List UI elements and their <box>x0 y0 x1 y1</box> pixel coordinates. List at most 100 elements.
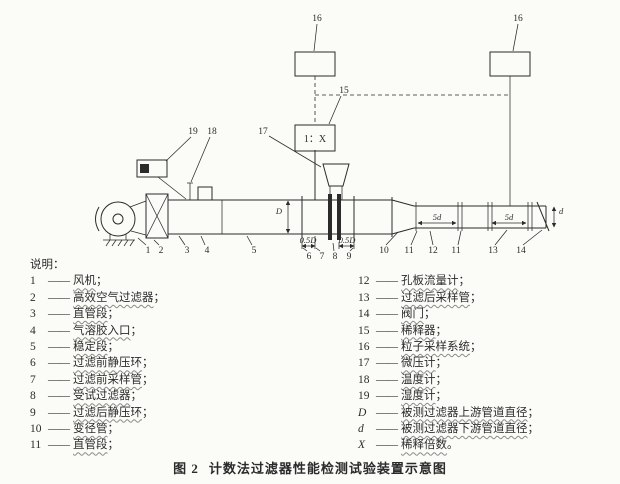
legend-num: 6 <box>30 357 36 370</box>
dilution-ratio-text: 1：X <box>304 134 327 145</box>
legend-item: 10——变径管； <box>30 421 358 437</box>
legend-item: 14——阀门； <box>358 306 596 322</box>
legend-sep: —— <box>376 341 398 354</box>
legend-punct: ； <box>107 423 120 436</box>
legend-sep: —— <box>376 373 398 386</box>
legend-punct: ； <box>142 406 154 419</box>
legend-term: 稳定段 <box>73 341 108 354</box>
legend-sep: —— <box>48 390 70 403</box>
legend-num: 13 <box>358 291 370 304</box>
legend-term: 微压计 <box>401 357 436 370</box>
legend-item: 13——过滤后采样管； <box>358 290 596 306</box>
callout-19: 19 <box>188 127 198 137</box>
legend-sep: —— <box>48 275 70 288</box>
legend-sep: —— <box>48 308 70 321</box>
legend-sep: —— <box>48 406 70 419</box>
test-filter-symbol <box>328 194 341 240</box>
legend-num: 5 <box>30 341 36 354</box>
legend-num: X <box>358 439 366 452</box>
legend-punct: ； <box>470 341 482 354</box>
callout-5: 5 <box>252 246 257 256</box>
bottom-callouts: 1 2 3 4 5 6 7 8 9 10 11 12 11 1 <box>137 229 543 262</box>
downstream-duct <box>414 202 547 231</box>
legend-term: 孔板流量计 <box>401 275 459 288</box>
legend-num: 15 <box>358 324 370 337</box>
legend-item: 15——稀释器； <box>358 323 596 339</box>
callout-3: 3 <box>185 246 190 256</box>
legend-num: 10 <box>30 423 42 436</box>
legend-item: 11——直管段； <box>30 437 358 453</box>
legend-item: X——稀释倍数。 <box>358 437 596 453</box>
legend-sep: —— <box>48 357 70 370</box>
valve-symbol <box>536 201 550 232</box>
legend-column-right: 12——孔板流量计； 13——过滤后采样管； 14——阀门； 15——稀释器； … <box>358 257 596 454</box>
legend-punct: ； <box>435 373 448 386</box>
legend-punct: ； <box>435 324 448 337</box>
callout-12: 12 <box>428 246 438 256</box>
legend-num: 2 <box>30 291 36 304</box>
legend-sep: —— <box>48 439 70 452</box>
legend-num: 3 <box>30 308 36 321</box>
figure-title: 计数法过滤器性能检测试验装置示意图 <box>208 461 447 476</box>
legend-item: 9 ——过滤后静压环； <box>30 405 358 421</box>
legend-sep: —— <box>376 357 398 370</box>
legend-num: D <box>358 406 367 419</box>
legend-punct: ； <box>142 357 154 370</box>
legend-num: d <box>358 423 364 436</box>
legend-term: 温度计 <box>401 373 436 386</box>
dimension-D: D <box>275 200 291 234</box>
reducer <box>391 197 415 237</box>
legend-punct: ； <box>130 324 143 337</box>
legend-punct: ； <box>153 291 166 304</box>
legend-sep: —— <box>48 324 70 337</box>
callout-7: 7 <box>320 252 325 262</box>
legend-num: 9 <box>30 406 36 419</box>
legend-item: 1——风机； <box>30 273 358 289</box>
sampling-lines <box>314 76 511 206</box>
legend-num: 4 <box>30 324 36 337</box>
legend-term: 高效空气过滤器 <box>73 291 154 304</box>
legend-sep: —— <box>376 308 398 321</box>
legend-item: 6——过滤前静压环； <box>30 355 358 371</box>
legend-num: 17 <box>358 357 370 370</box>
legend-item: 8——受试过滤器； <box>30 388 358 404</box>
dimension-d: d <box>551 206 564 228</box>
legend-num: 8 <box>30 390 36 403</box>
callout-13: 13 <box>488 246 498 256</box>
legend-term: 风机 <box>73 275 96 288</box>
legend-num: 14 <box>358 308 370 321</box>
dimension-half-D: 0.5D 0.5D <box>300 235 356 249</box>
legend-sep: —— <box>376 406 398 419</box>
dilutor-box: 1：X <box>294 124 336 152</box>
legend-sep: —— <box>48 373 70 386</box>
legend-sep: —— <box>376 275 398 288</box>
legend-item: 2——高效空气过滤器； <box>30 290 358 306</box>
dimension-5d: 5d 5d <box>417 212 527 226</box>
dim-D-label: D <box>275 206 283 216</box>
figure-caption: 图 2 计数法过滤器性能检测试验装置示意图 <box>0 458 620 477</box>
callout-11a: 11 <box>404 246 413 256</box>
legend-term: 过滤后静压环 <box>73 406 142 419</box>
dim-5d-label-2: 5d <box>505 212 514 222</box>
legend-item: 4——气溶胶入口； <box>30 323 358 339</box>
legend-num: 7 <box>30 373 36 386</box>
legend-punct: ； <box>470 291 482 304</box>
legend-punct: ； <box>527 406 540 419</box>
legend-num: 16 <box>358 341 370 354</box>
legend-num: 1 <box>30 275 36 288</box>
legend-term: 过滤前采样管 <box>73 373 142 386</box>
test-rig-schematic: 1：X D d 0.5D 0.5D <box>95 14 564 262</box>
figure-number: 图 2 <box>173 461 199 476</box>
legend-punct: ； <box>107 439 120 452</box>
legend-title: 说明： <box>30 259 65 271</box>
legend-punct: ； <box>458 275 471 288</box>
legend-term: 湿度计 <box>401 390 436 403</box>
legend: 说明： 1——风机； 2——高效空气过滤器； 3——直管段； 4——气溶胶入口；… <box>30 257 596 454</box>
legend-item: d——被测过滤器下游管道直径； <box>358 421 596 437</box>
legend-item: 19——湿度计； <box>358 388 596 404</box>
legend-punct: ； <box>527 423 540 436</box>
callout-16-right: 16 <box>513 14 523 24</box>
hepa-filter-symbol <box>145 193 169 239</box>
legend-sep: —— <box>376 291 398 304</box>
